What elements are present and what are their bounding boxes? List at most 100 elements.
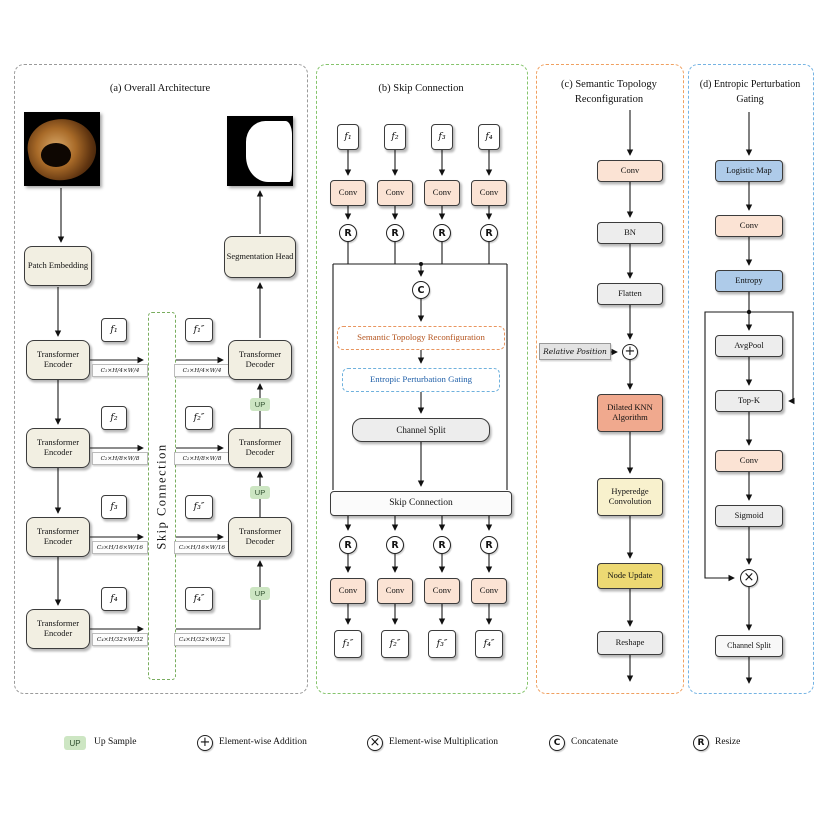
skip-input-f1: f₁ [337, 124, 359, 150]
skip-connection-block-b: Skip Connection [330, 491, 512, 516]
conv-block-out-3: Conv [424, 578, 460, 604]
feature-f2-label: f₂ [101, 406, 127, 430]
upsample-badge-1: UP [250, 398, 270, 411]
legend-concat-icon: C [549, 735, 565, 751]
concatenate-node: C [412, 281, 430, 299]
skip-output-f4: f₄″ [475, 630, 503, 658]
elementwise-mul-node: × [740, 569, 758, 587]
semantic-topology-block: Semantic Topology Reconfiguration [337, 326, 505, 350]
legend-up-label: Up Sample [94, 737, 137, 747]
dilated-knn-block: Dilated KNN Algorithm [597, 394, 663, 432]
endoscopy-lumen [40, 143, 72, 167]
out-feature-f3-dim: C₃×H/16×W/16 [174, 541, 230, 554]
panel-d-title-line2: Gating [736, 94, 764, 105]
input-endoscopy-image [24, 112, 100, 186]
skip-input-f3: f₃ [431, 124, 453, 150]
legend-resize-icon: R [693, 735, 709, 751]
skip-connection-column: Skip Connection [148, 312, 176, 680]
conv-block-in-4: Conv [471, 180, 507, 206]
panel-c-title-line1: (c) Semantic Topology [561, 79, 657, 90]
feature-f2-dim: C₂×H/8×W/8 [92, 452, 148, 465]
feature-f3-label: f₃ [101, 495, 127, 519]
panel-skip-connection [316, 64, 528, 694]
relative-position-label: Relative Position [539, 343, 611, 360]
transformer-decoder-block-2: Transformer Decoder [228, 428, 292, 468]
conv-block-out-1: Conv [330, 578, 366, 604]
out-feature-f2-dim: C₂×H/8×W/8 [174, 452, 230, 465]
flatten-block: Flatten [597, 283, 663, 305]
conv-block-in-2: Conv [377, 180, 413, 206]
add-symbol: + [624, 344, 636, 359]
legend-mul-symbol: × [369, 735, 381, 750]
feature-f4-dim: C₄×H/32×W/32 [92, 633, 148, 646]
transformer-encoder-block-3: Transformer Encoder [26, 517, 90, 557]
conv-block-out-4: Conv [471, 578, 507, 604]
channel-split-block-d: Channel Split [715, 635, 783, 657]
transformer-encoder-block-4: Transformer Encoder [26, 609, 90, 649]
legend-mul-label: Element-wise Multiplication [389, 737, 498, 747]
legend-resize-label: Resize [715, 737, 741, 747]
transformer-encoder-block-2: Transformer Encoder [26, 428, 90, 468]
patch-embedding-block: Patch Embedding [24, 246, 92, 286]
conv-block-d2: Conv [715, 450, 783, 472]
out-feature-f1-dim: C₁×H/4×W/4 [174, 364, 230, 377]
conv-block-out-2: Conv [377, 578, 413, 604]
skip-input-f4: f₄ [478, 124, 500, 150]
avgpool-block: AvgPool [715, 335, 783, 357]
reshape-block: Reshape [597, 631, 663, 655]
legend-concat-label: Concatenate [571, 737, 618, 747]
out-feature-f4-dim: C₄×H/32×W/32 [174, 633, 230, 646]
out-feature-f4-label: f₄″ [185, 587, 213, 611]
panel-b-wires [332, 150, 508, 625]
panel-d-title-line1: (d) Entropic Perturbation [699, 79, 801, 90]
node-update-block: Node Update [597, 563, 663, 589]
output-mask-image [227, 116, 293, 186]
skip-output-f1: f₁″ [334, 630, 362, 658]
out-feature-f2-label: f₂″ [185, 406, 213, 430]
hyperedge-convolution-block: Hyperedge Convolution [597, 478, 663, 516]
panel-b-title: (b) Skip Connection [378, 83, 464, 94]
skip-output-f3: f₃″ [428, 630, 456, 658]
resize-node-in-1: R [339, 224, 357, 242]
feature-f1-dim: C₁×H/4×W/4 [92, 364, 148, 377]
resize-node-out-4: R [480, 536, 498, 554]
out-feature-f1-label: f₁″ [185, 318, 213, 342]
entropy-block: Entropy [715, 270, 783, 292]
panel-d-wires [704, 112, 795, 684]
conv-block-c: Conv [597, 160, 663, 182]
panel-entropic-gating [688, 64, 814, 694]
panel-c-title-line2: Reconfiguration [574, 94, 644, 105]
feature-f1-label: f₁ [101, 318, 127, 342]
legend-add-label: Element-wise Addition [219, 737, 307, 747]
conv-block-in-3: Conv [424, 180, 460, 206]
entropic-gating-block: Entropic Perturbation Gating [342, 368, 500, 392]
transformer-decoder-block-3: Transformer Decoder [228, 517, 292, 557]
transformer-encoder-block-1: Transformer Encoder [26, 340, 90, 380]
logistic-map-block: Logistic Map [715, 160, 783, 182]
conv-block-d1: Conv [715, 215, 783, 237]
panel-a-title: (a) Overall Architecture [109, 83, 211, 94]
resize-node-out-3: R [433, 536, 451, 554]
transformer-decoder-block-1: Transformer Decoder [228, 340, 292, 380]
sigmoid-block: Sigmoid [715, 505, 783, 527]
resize-node-in-2: R [386, 224, 404, 242]
feature-f4-label: f₄ [101, 587, 127, 611]
segmentation-head-block: Segmentation Head [224, 236, 296, 278]
legend-mul-icon: × [367, 735, 383, 751]
resize-node-out-1: R [339, 536, 357, 554]
panel-semantic-topology [536, 64, 684, 694]
skip-connection-column-label: Skip Connection [154, 442, 169, 550]
legend-up-badge: UP [64, 736, 86, 750]
topk-block: Top-K [715, 390, 783, 412]
feature-f3-dim: C₃×H/16×W/16 [92, 541, 148, 554]
skip-input-f2: f₂ [384, 124, 406, 150]
out-feature-f3-label: f₃″ [185, 495, 213, 519]
bn-block: BN [597, 222, 663, 244]
resize-node-in-4: R [480, 224, 498, 242]
panel-c-wires [611, 110, 634, 682]
resize-node-in-3: R [433, 224, 451, 242]
elementwise-add-node: + [622, 344, 638, 360]
conv-block-in-1: Conv [330, 180, 366, 206]
